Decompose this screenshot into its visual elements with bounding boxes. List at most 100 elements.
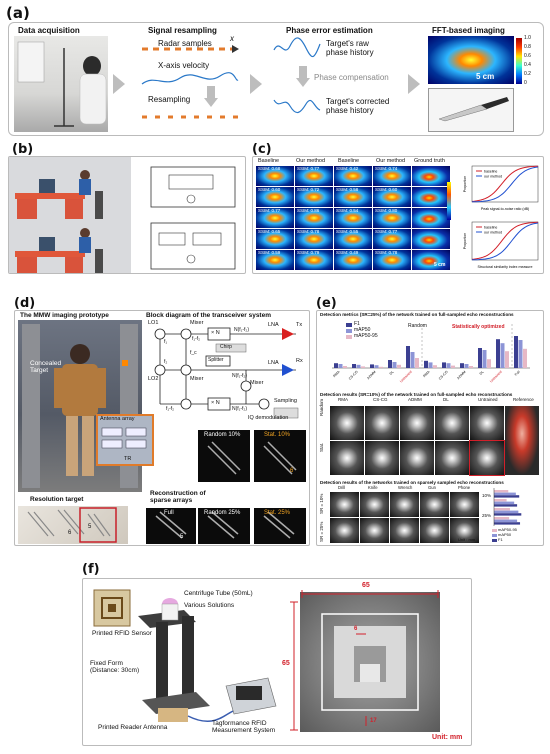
bar bbox=[496, 339, 500, 368]
ssim-label: SSIM: 0.54 bbox=[336, 208, 359, 213]
lo2-label: LO2 bbox=[148, 376, 159, 382]
sparse-metrics-hbar-chart bbox=[492, 488, 522, 542]
bar-tick-label: DL bbox=[479, 370, 485, 376]
hbar bbox=[494, 501, 515, 504]
row-results-title: Detection results (SR=10%) of the networ… bbox=[320, 392, 513, 397]
resolution-target-title: Resolution target bbox=[30, 496, 84, 503]
panel-c-scale: 5 cm bbox=[434, 262, 446, 268]
cb-tick: 0 bbox=[524, 80, 527, 86]
f1f2-label-1: f₁-f₂ bbox=[192, 336, 201, 342]
cdf-legend-text: our method bbox=[484, 175, 502, 179]
arrow-a1 bbox=[113, 74, 125, 94]
cdf-xlabel: Structural similarity index measure bbox=[478, 265, 533, 269]
ssim-label: SSIM: 0.58 bbox=[336, 187, 359, 192]
col-header: Baseline bbox=[338, 158, 360, 164]
prototype-photo bbox=[18, 320, 142, 492]
ssim-label: SSIM: 0.65 bbox=[258, 229, 281, 234]
panel-c-cell bbox=[373, 250, 411, 270]
panel-c-colorbar bbox=[447, 182, 451, 220]
panel-b-label: (b) bbox=[12, 142, 34, 157]
recon-num-5: 5 bbox=[180, 534, 184, 540]
panel-e-unit: Unit : mm bbox=[458, 537, 476, 542]
panel-c-cell bbox=[256, 187, 294, 207]
hbar-side-labels: 10% 25% mAP50-95 mAP50 F1 bbox=[482, 488, 542, 544]
row-result-image bbox=[365, 441, 399, 475]
block-diagram-title: Block diagram of the transceiver system bbox=[146, 312, 271, 319]
splitter-label: Splitter bbox=[208, 357, 224, 363]
ssim-label: SSIM: 0.77 bbox=[297, 166, 320, 171]
raw-phase-label: Target's raw phase history bbox=[326, 39, 374, 57]
bar bbox=[370, 364, 374, 368]
lna-label-1: LNA bbox=[268, 322, 279, 328]
hbar-legend-swatch bbox=[492, 539, 497, 542]
bar bbox=[442, 362, 446, 368]
compensation-arrow bbox=[296, 66, 310, 87]
dim-17: 17 bbox=[370, 718, 377, 724]
bar bbox=[518, 340, 523, 368]
step-signal-resampling: Signal resampling bbox=[148, 26, 217, 35]
ssim-label: SSIM: 0.77 bbox=[258, 208, 281, 213]
bar bbox=[379, 366, 383, 368]
hbar-legend-swatch bbox=[492, 529, 497, 532]
row-result-image bbox=[400, 441, 434, 475]
panel-d-label: (d) bbox=[14, 296, 36, 311]
bar bbox=[446, 363, 451, 368]
object-detection-image bbox=[450, 492, 479, 517]
object-header: Phone bbox=[458, 485, 471, 490]
cdf-ylabel: Proportion bbox=[463, 176, 467, 193]
colorbar-ticks: 1.0 0.8 0.6 0.4 0.2 0 bbox=[524, 35, 540, 86]
concealed-target-label: Concealed Target bbox=[30, 360, 62, 375]
prototype-title: The MMW imaging prototype bbox=[20, 312, 109, 319]
sensor-label: Printed RFID Sensor bbox=[92, 630, 152, 637]
bar bbox=[338, 364, 343, 368]
legend-swatch-f1 bbox=[346, 323, 352, 327]
ssim-label: SSIM: 0.60 bbox=[258, 187, 281, 192]
solutions-label: Various Solutions bbox=[184, 602, 235, 609]
dim-65-left: 65 bbox=[282, 660, 290, 667]
panel-c-cell bbox=[412, 208, 450, 228]
bar-tick-label: CS-CG bbox=[438, 370, 449, 381]
rx-label: Rx bbox=[296, 358, 303, 364]
bar-tick-label: Untrained bbox=[399, 370, 413, 384]
resolution-target-drawing bbox=[27, 507, 117, 543]
row-header: Reference bbox=[513, 397, 534, 402]
xn-label-1: × N bbox=[211, 330, 220, 336]
fixed-form-label: Fixed Form (Distance: 30cm) bbox=[90, 660, 140, 675]
bar-tick-label: Full bbox=[514, 370, 521, 377]
resolution-target-photo bbox=[18, 506, 128, 544]
bar bbox=[523, 348, 527, 368]
label-full: Full bbox=[164, 510, 174, 516]
panel-c-cell bbox=[412, 250, 450, 270]
hbar bbox=[494, 513, 522, 516]
bar bbox=[392, 362, 397, 368]
hbar bbox=[494, 508, 510, 511]
label-stat-25: Stat. 25% bbox=[264, 510, 291, 516]
chirp-label: Chirp bbox=[220, 344, 232, 350]
row-result-image bbox=[330, 406, 364, 440]
recon-title: Reconstruction of sparse arrays bbox=[150, 490, 206, 504]
hbar bbox=[494, 499, 507, 502]
bar bbox=[428, 362, 433, 368]
raw-phase-curve bbox=[273, 37, 321, 58]
xn-label-2: × N bbox=[211, 400, 220, 406]
ssim-label: SSIM: 0.55 bbox=[336, 229, 359, 234]
f1-label: f₁ bbox=[164, 339, 168, 345]
dimension-lines bbox=[290, 590, 439, 731]
col-header: Ground truth bbox=[414, 158, 445, 164]
tr-label: TR bbox=[124, 456, 132, 462]
reference-image bbox=[505, 406, 539, 475]
measurement-system-label: Tagformance RFID Measurement System bbox=[212, 720, 276, 735]
row-result-image bbox=[330, 441, 364, 475]
resampling-label: Resampling bbox=[148, 95, 191, 104]
row-result-image bbox=[435, 441, 469, 475]
hbar bbox=[494, 517, 510, 520]
bar bbox=[451, 365, 455, 368]
bar bbox=[406, 346, 410, 368]
bar bbox=[478, 348, 482, 368]
label-random-25: Random 25% bbox=[204, 510, 241, 516]
panel-c-cell bbox=[295, 187, 333, 207]
bar bbox=[464, 364, 469, 368]
object-images bbox=[330, 492, 480, 544]
ssim-label: SSIM: 0.74 bbox=[375, 166, 398, 171]
